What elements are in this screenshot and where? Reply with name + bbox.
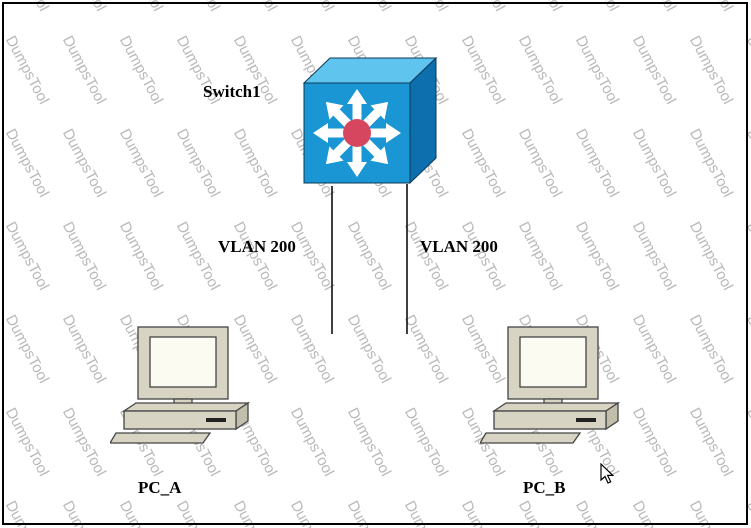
- watermark-text: DumpsTool: [742, 312, 751, 387]
- watermark-text: DumpsTool: [344, 0, 394, 14]
- watermark-text: DumpsTool: [743, 498, 751, 528]
- watermark-text: DumpsTool: [742, 405, 751, 480]
- pc-a-label: PC_A: [138, 478, 182, 497]
- watermark-text: DumpsTool: [515, 0, 565, 14]
- switch-icon: [300, 55, 440, 192]
- system-unit-front: [493, 410, 607, 430]
- mouse-cursor-icon: [600, 463, 615, 484]
- watermark-text: DumpsTool: [458, 0, 508, 14]
- watermark-text: DumpsTool: [686, 498, 736, 528]
- watermark-text: DumpsTool: [686, 0, 736, 14]
- vlan-left-label: VLAN 200: [218, 237, 296, 256]
- watermark-text: DumpsTool: [458, 498, 508, 528]
- watermark-text: DumpsTool: [628, 219, 680, 294]
- watermark-text: DumpsTool: [628, 312, 680, 387]
- watermark-text: DumpsTool: [343, 219, 395, 294]
- watermark-text: DumpsTool: [286, 405, 338, 480]
- watermark-text: DumpsTool: [2, 498, 52, 528]
- watermark-text: DumpsTool: [628, 33, 680, 108]
- watermark-text: DumpsTool: [743, 0, 751, 14]
- keyboard: [108, 432, 212, 444]
- watermark-text: DumpsTool: [571, 33, 623, 108]
- watermark-text: DumpsTool: [229, 126, 281, 201]
- watermark-text: DumpsTool: [2, 0, 52, 14]
- pc-b-label: PC_B: [523, 478, 566, 497]
- watermark-text: DumpsTool: [685, 126, 737, 201]
- watermark-text: DumpsTool: [401, 0, 451, 14]
- watermark-text: DumpsTool: [287, 498, 337, 528]
- switch-arrows: [313, 89, 401, 177]
- watermark-text: DumpsTool: [1, 312, 53, 387]
- system-unit-top: [121, 402, 251, 412]
- watermark-text: DumpsTool: [286, 312, 338, 387]
- watermark-text: DumpsTool: [116, 0, 166, 14]
- watermark-text: DumpsTool: [172, 126, 224, 201]
- watermark-text: DumpsTool: [343, 405, 395, 480]
- pc-icon-graphic: [478, 326, 621, 444]
- watermark-text: DumpsTool: [58, 312, 110, 387]
- watermark-text: DumpsTool: [685, 405, 737, 480]
- watermark-text: DumpsTool: [572, 498, 622, 528]
- watermark-text: DumpsTool: [571, 219, 623, 294]
- watermark-text: DumpsTool: [401, 498, 451, 528]
- switch-label: Switch1: [203, 82, 261, 101]
- watermark-text: DumpsTool: [742, 126, 751, 201]
- watermark-text: DumpsTool: [629, 498, 679, 528]
- watermark-text: DumpsTool: [457, 33, 509, 108]
- disk-slot: [576, 418, 596, 422]
- monitor-screen: [149, 336, 217, 388]
- watermark-text: DumpsTool: [515, 498, 565, 528]
- watermark-text: DumpsTool: [628, 126, 680, 201]
- watermark-text: DumpsTool: [685, 33, 737, 108]
- watermark-text: DumpsTool: [1, 219, 53, 294]
- watermark-text: DumpsTool: [59, 498, 109, 528]
- watermark-text: DumpsTool: [172, 219, 224, 294]
- watermark-text: DumpsTool: [115, 126, 167, 201]
- system-unit-top: [491, 402, 621, 412]
- watermark-text: DumpsTool: [685, 219, 737, 294]
- watermark-text: DumpsTool: [514, 219, 566, 294]
- watermark-text: DumpsTool: [1, 33, 53, 108]
- watermark-text: DumpsTool: [400, 312, 452, 387]
- watermark-text: DumpsTool: [572, 0, 622, 14]
- monitor-screen: [519, 336, 587, 388]
- vlan-right-label: VLAN 200: [420, 237, 498, 256]
- watermark-text: DumpsTool: [571, 126, 623, 201]
- system-unit-front: [123, 410, 237, 430]
- watermark-text: DumpsTool: [116, 498, 166, 528]
- watermark-text: DumpsTool: [59, 0, 109, 14]
- watermark-text: DumpsTool: [685, 312, 737, 387]
- watermark-text: DumpsTool: [173, 0, 223, 14]
- pc-icon-graphic: [108, 326, 251, 444]
- switch-icon-graphic: [302, 56, 438, 185]
- watermark-text: DumpsTool: [514, 126, 566, 201]
- watermark-text: DumpsTool: [1, 126, 53, 201]
- watermark-text: DumpsTool: [115, 33, 167, 108]
- watermark-text: DumpsTool: [58, 126, 110, 201]
- watermark-text: DumpsTool: [742, 219, 751, 294]
- watermark-text: DumpsTool: [457, 126, 509, 201]
- watermark-text: DumpsTool: [173, 498, 223, 528]
- watermark-text: DumpsTool: [115, 219, 167, 294]
- watermark-text: DumpsTool: [58, 219, 110, 294]
- watermark-text: DumpsTool: [58, 405, 110, 480]
- watermark-text: DumpsTool: [58, 33, 110, 108]
- switch-hub-dot: [343, 119, 371, 147]
- keyboard: [478, 432, 582, 444]
- watermark-text: DumpsTool: [287, 0, 337, 14]
- watermark-text: DumpsTool: [628, 405, 680, 480]
- watermark-text: DumpsTool: [400, 405, 452, 480]
- pc-b-icon: [478, 325, 630, 452]
- watermark-text: DumpsTool: [514, 33, 566, 108]
- watermark-text: DumpsTool: [742, 33, 751, 108]
- watermark-text: DumpsTool: [230, 498, 280, 528]
- watermark-text: DumpsTool: [230, 0, 280, 14]
- disk-slot: [206, 418, 226, 422]
- watermark-text: DumpsTool: [343, 312, 395, 387]
- watermark-text: DumpsTool: [344, 498, 394, 528]
- watermark-text: DumpsTool: [1, 405, 53, 480]
- pc-a-icon: [108, 325, 260, 452]
- watermark-text: DumpsTool: [629, 0, 679, 14]
